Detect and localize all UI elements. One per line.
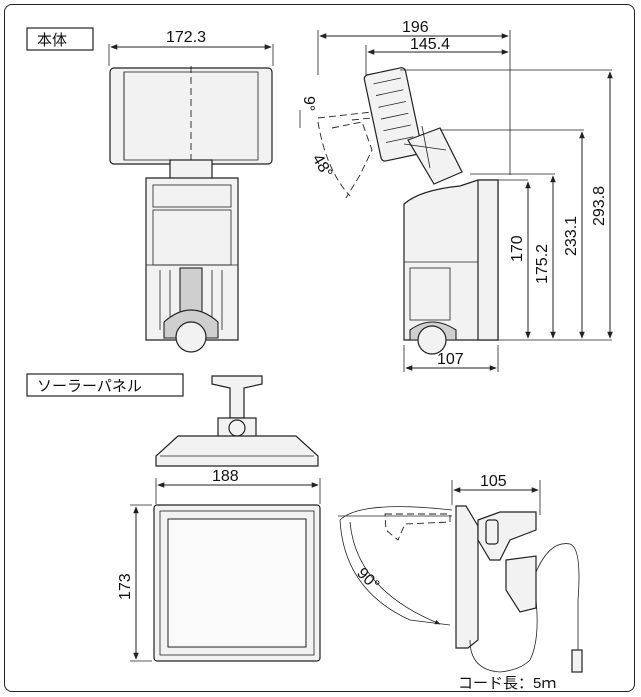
body-front [145, 177, 239, 341]
solar-panel-label-box: ソーラーパネル [26, 373, 184, 397]
main-unit-label-box: 本体 [26, 27, 94, 51]
dim-panel-width: 188 [212, 468, 239, 485]
main-unit-side-view: 196 145.4 9° 48° [299, 19, 613, 372]
dim-side-total: 196 [402, 19, 429, 36]
pir-dome-front [175, 321, 207, 353]
front-slot [179, 267, 203, 317]
main-unit-front-view: 172.3 [108, 29, 274, 353]
dim-side-h2: 175.2 [534, 244, 551, 284]
solar-panel-side-view: 105 90° コード長：5ｍ [338, 473, 583, 692]
panel-bracket [211, 375, 263, 419]
dim-side-h3: 233.1 [563, 216, 580, 256]
mount-plate-side [477, 179, 499, 341]
dim-side-tilt-down: 48° [309, 152, 336, 181]
dim-line-panel-angle [349, 521, 441, 625]
dim-side-base: 107 [437, 351, 464, 368]
solar-panel-edge-view [155, 375, 319, 467]
cord-length-label: コード長：5ｍ [458, 675, 556, 692]
dim-panel-angle: 90° [353, 565, 382, 594]
panel-edge [155, 435, 319, 467]
solar-cell-area [167, 518, 307, 648]
dim-side-h1: 170 [509, 235, 526, 262]
dim-panel-height: 173 [117, 573, 134, 600]
arm-side [407, 127, 463, 185]
drawing-frame [4, 4, 635, 692]
dim-panel-depth: 105 [480, 473, 507, 490]
dim-side-head: 145.4 [410, 36, 450, 53]
solar-panel-front-view: 188 173 [117, 468, 321, 662]
panel-wall-plate [505, 555, 537, 613]
dim-side-h4: 293.8 [591, 186, 608, 226]
panel-side-edge [455, 505, 479, 649]
solar-panel-label: ソーラーパネル [37, 378, 142, 395]
dim-unit-width: 172.3 [166, 29, 206, 46]
cord-plug [571, 649, 583, 673]
dim-side-tilt-up: 9° [300, 96, 317, 111]
main-unit-label: 本体 [37, 32, 67, 49]
pir-dome-side [417, 325, 447, 355]
